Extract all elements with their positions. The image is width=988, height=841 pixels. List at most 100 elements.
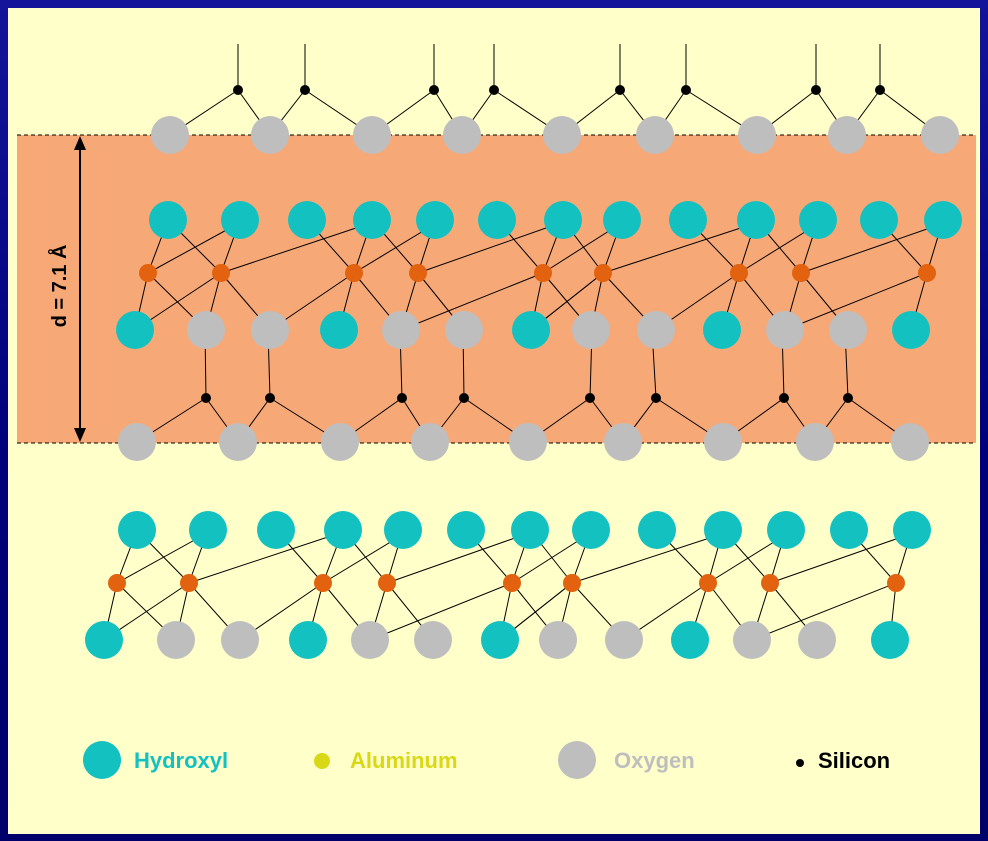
arrow-up-head: [74, 136, 86, 150]
hydroxyl-atom: [384, 511, 422, 549]
aluminum-atom: [699, 574, 717, 592]
legend-hydroxyl-swatch: [83, 741, 121, 779]
oxygen-atom: [637, 311, 675, 349]
hydroxyl-atom: [189, 511, 227, 549]
aluminum-atom: [792, 264, 810, 282]
aluminum-atom: [563, 574, 581, 592]
hydroxyl-atom: [416, 201, 454, 239]
hydroxyl-atom: [478, 201, 516, 239]
spacing-arrow: [74, 136, 86, 442]
aluminum-atom: [212, 264, 230, 282]
aluminum-atom: [314, 574, 332, 592]
interlayer-band: [17, 135, 976, 443]
hydroxyl-atom: [767, 511, 805, 549]
hydroxyl-atom: [353, 201, 391, 239]
legend-oxygen-swatch: [558, 741, 596, 779]
silicon-atom: [233, 85, 243, 95]
aluminum-atom: [180, 574, 198, 592]
aluminum-atom: [378, 574, 396, 592]
legend-silicon-label: Silicon: [818, 748, 891, 773]
octahedral-bond-line: [571, 531, 729, 584]
hydroxyl-atom: [257, 511, 295, 549]
aluminum-atom: [139, 264, 157, 282]
oxygen-atom: [829, 311, 867, 349]
silicon-atom: [681, 85, 691, 95]
oxygen-atom: [151, 116, 189, 154]
silicon-atom: [615, 85, 625, 95]
hydroxyl-atom: [289, 621, 327, 659]
hydroxyl-atom: [924, 201, 962, 239]
hydroxyl-atom: [512, 311, 550, 349]
hydroxyl-atom: [320, 311, 358, 349]
oxygen-atom: [382, 311, 420, 349]
hydroxyl-atom: [669, 201, 707, 239]
aluminum-atom: [730, 264, 748, 282]
octahedral-bond-line: [784, 272, 928, 331]
oxygen-atom: [157, 621, 195, 659]
oxygen-atom: [251, 311, 289, 349]
octahedral-bond-line: [369, 582, 513, 641]
oxygen-atom: [733, 621, 771, 659]
oxygen-atom: [509, 423, 547, 461]
hydroxyl-atom: [893, 511, 931, 549]
oxygen-atom: [118, 423, 156, 461]
aluminum-atom: [108, 574, 126, 592]
oxygen-atom: [796, 423, 834, 461]
oxygen-atom: [445, 311, 483, 349]
silicon-atom: [811, 85, 821, 95]
oxygen-atom: [321, 423, 359, 461]
hydroxyl-atom: [860, 201, 898, 239]
oxygen-atom: [704, 423, 742, 461]
silicon-atom: [300, 85, 310, 95]
silicon-atom: [201, 393, 211, 403]
silicon-atom: [779, 393, 789, 403]
aluminum-atom: [887, 574, 905, 592]
aluminum-atom: [534, 264, 552, 282]
spacing-label: d = 7.1 Å: [47, 245, 71, 328]
oxygen-atom: [251, 116, 289, 154]
arrow-down-head: [74, 428, 86, 442]
hydroxyl-atom: [892, 311, 930, 349]
aluminum-atom: [345, 264, 363, 282]
oxygen-atom: [543, 116, 581, 154]
oxygen-atom: [738, 116, 776, 154]
hydroxyl-atom: [830, 511, 868, 549]
oxygen-atom: [766, 311, 804, 349]
silicon-atom: [651, 393, 661, 403]
oxygen-atom: [921, 116, 959, 154]
oxygen-atom: [798, 621, 836, 659]
oxygen-atom: [605, 621, 643, 659]
oxygen-atom: [411, 423, 449, 461]
atoms: [85, 85, 962, 659]
octahedral-bond-line: [800, 221, 948, 274]
legend: [83, 741, 804, 779]
octahedral-bond-line: [602, 221, 760, 274]
aluminum-atom: [409, 264, 427, 282]
oxygen-atom: [351, 621, 389, 659]
hydroxyl-atom: [149, 201, 187, 239]
hydroxyl-atom: [85, 621, 123, 659]
hydroxyl-atom: [638, 511, 676, 549]
legend-hydroxyl-label: Hydroxyl: [134, 748, 229, 773]
octahedral-bond-line: [417, 221, 564, 274]
octahedral-bond-line: [751, 582, 897, 641]
hydroxyl-atom: [324, 511, 362, 549]
oxygen-atom: [353, 116, 391, 154]
silicon-atom: [489, 85, 499, 95]
silicon-atom: [875, 85, 885, 95]
silicon-atom: [459, 393, 469, 403]
octahedral-bond-line: [769, 531, 917, 584]
hydroxyl-atom: [671, 621, 709, 659]
hydroxyl-atom: [511, 511, 549, 549]
hydroxyl-atom: [704, 511, 742, 549]
silicon-atom: [397, 393, 407, 403]
oxygen-atom: [414, 621, 452, 659]
hydroxyl-atom: [737, 201, 775, 239]
octahedral-bond-line: [220, 221, 375, 274]
oxygen-atom: [219, 423, 257, 461]
hydroxyl-atom: [481, 621, 519, 659]
legend-aluminum-label: Aluminum: [350, 748, 458, 773]
oxygen-atom: [891, 423, 929, 461]
